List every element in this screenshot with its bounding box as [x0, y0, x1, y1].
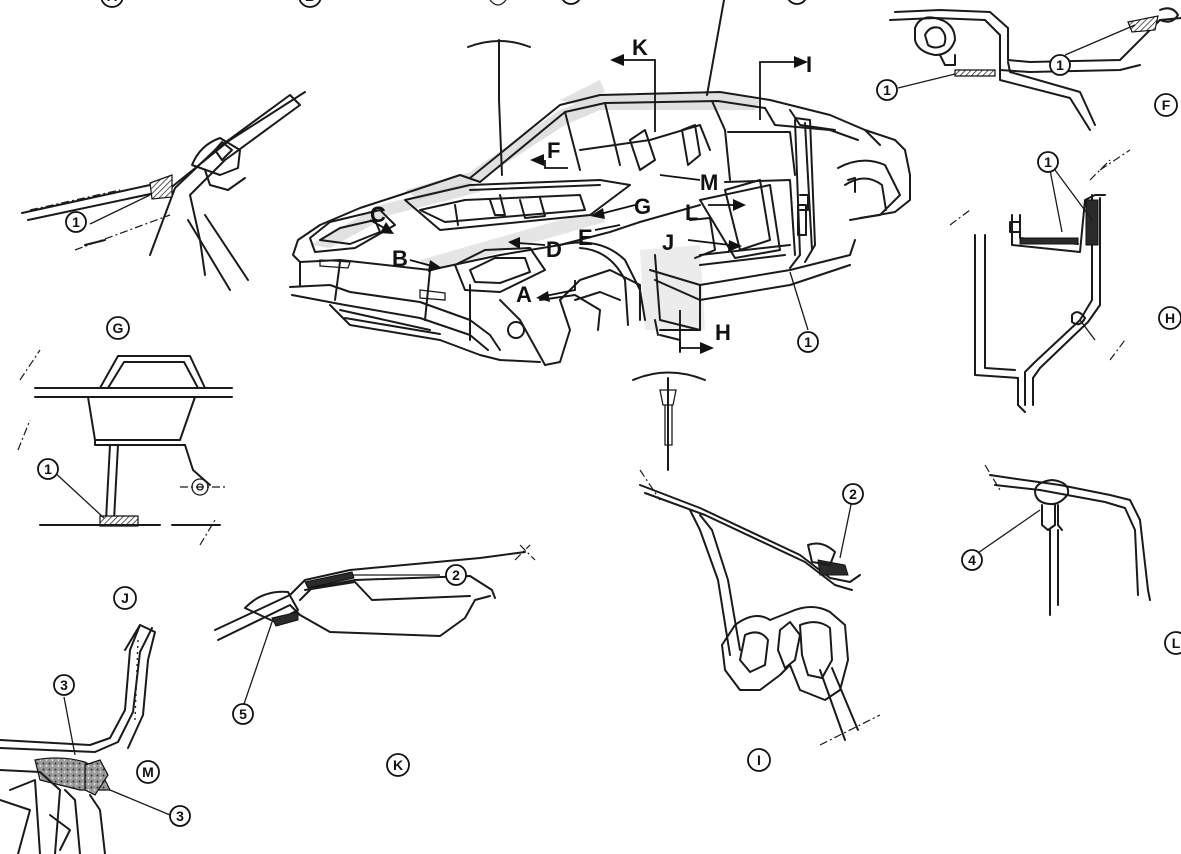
- marker-l: L: [1172, 635, 1181, 651]
- detail-m: 3 3 M: [0, 624, 191, 854]
- arrow-label-g: G: [634, 194, 651, 219]
- arrow-label-a: A: [516, 282, 532, 307]
- detail-i: 2 I: [639, 469, 881, 772]
- section-arrows: K I F M C G L E D J: [369, 35, 819, 354]
- arrow-label-f: F: [547, 138, 560, 163]
- arrow-label-j: J: [662, 230, 674, 255]
- detail-g: G 1: [17, 316, 233, 527]
- detail-a: 1: [21, 91, 306, 291]
- marker-a-top: A: [107, 0, 117, 4]
- arrow-label-l: L: [685, 200, 698, 225]
- arrow-label-d: D: [546, 237, 562, 262]
- marker-m: M: [142, 764, 154, 780]
- arrow-label-k: K: [632, 35, 648, 60]
- marker-j: J: [121, 590, 129, 606]
- arrow-label-b: B: [392, 246, 408, 271]
- callout-2-detail-k: 2: [452, 567, 460, 583]
- arrow-label-h: H: [715, 320, 731, 345]
- callout-1-sill: 1: [804, 334, 812, 350]
- callout-2-detail-i: 2: [849, 486, 857, 502]
- callout-1-detail-g: 1: [44, 461, 52, 477]
- callout-1-detail-a: 1: [72, 214, 80, 230]
- detail-f: 1 1 F: [876, 7, 1181, 131]
- car-body-shell: [289, 80, 911, 366]
- callout-3-detail-m-upper: 3: [60, 677, 68, 693]
- detail-h: 1 H: [974, 151, 1181, 413]
- detail-l: 4 L: [961, 464, 1181, 655]
- arrow-label-i: I: [806, 52, 812, 77]
- arrow-label-m: M: [700, 170, 718, 195]
- callout-1-detail-f-right: 1: [1056, 57, 1064, 73]
- car-pointers: [467, 0, 725, 471]
- callout-1-detail-h: 1: [1044, 154, 1052, 170]
- callout-4-detail-l: 4: [968, 552, 976, 568]
- callout-3-detail-m-lower: 3: [176, 808, 184, 824]
- marker-b-top: B: [305, 0, 315, 4]
- construction-lines: [199, 149, 1131, 561]
- marker-i: I: [757, 752, 761, 768]
- marker-h: H: [1165, 310, 1175, 326]
- marker-f: F: [1162, 97, 1171, 113]
- detail-k: 2 5 K: [214, 544, 536, 777]
- arrow-label-e: E: [578, 225, 593, 250]
- callout-1-detail-f-left: 1: [883, 82, 891, 98]
- callout-5-detail-k: 5: [239, 706, 247, 722]
- marker-k: K: [393, 757, 403, 773]
- top-edge-markers: A B: [100, 0, 807, 8]
- marker-g: G: [113, 320, 124, 336]
- arrow-label-c: C: [370, 202, 386, 227]
